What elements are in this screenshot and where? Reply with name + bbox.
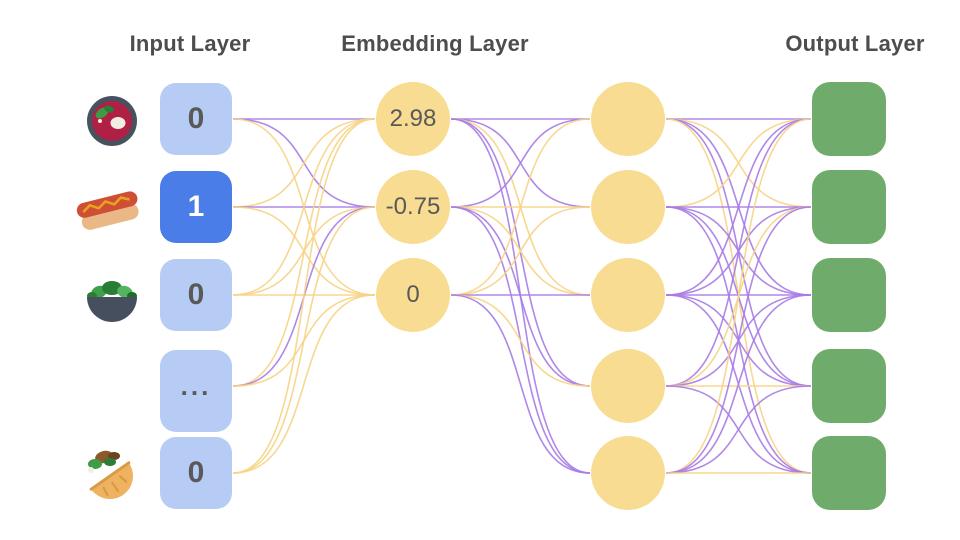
output-layer-title: Output Layer: [785, 31, 925, 56]
edge: [450, 118, 591, 296]
edge: [232, 206, 376, 474]
output-node: [812, 82, 886, 156]
input-layer-title: Input Layer: [129, 31, 251, 56]
embedding-layer-title: Embedding Layer: [341, 31, 529, 56]
edge: [665, 118, 812, 387]
edge: [232, 118, 376, 208]
edge: [665, 294, 812, 474]
edge: [450, 206, 591, 387]
edge: [232, 118, 376, 296]
embedding-node: 0: [376, 258, 450, 332]
hidden-node: [591, 436, 665, 510]
hidden-node: [591, 258, 665, 332]
edge: [665, 118, 812, 296]
edge: [665, 206, 812, 474]
edge: [232, 118, 376, 387]
edge: [232, 294, 376, 474]
edge: [665, 118, 812, 208]
hidden-node: [591, 82, 665, 156]
green-salad-icon: [87, 281, 137, 322]
edge: [450, 294, 591, 474]
input-node: 0: [160, 259, 232, 331]
borscht-soup-icon: [87, 96, 137, 146]
hot-dog-icon: [76, 191, 139, 230]
output-node: [812, 258, 886, 332]
output-node: [812, 436, 886, 510]
edge: [450, 294, 591, 387]
edge: [665, 385, 812, 474]
stuffed-flatbread-icon: [88, 450, 133, 499]
input-node: 0: [160, 83, 232, 155]
embedding-node: -0.75: [376, 170, 450, 244]
input-node: 1: [160, 171, 232, 243]
edge: [450, 118, 591, 208]
edge: [665, 118, 812, 474]
edge: [232, 118, 376, 474]
output-node: [812, 349, 886, 423]
hidden-node: [591, 349, 665, 423]
hidden-node: [591, 170, 665, 244]
input-node: ...: [160, 350, 232, 432]
edge: [450, 206, 591, 296]
input-node: 0: [160, 437, 232, 509]
output-node: [812, 170, 886, 244]
embedding-node: 2.98: [376, 82, 450, 156]
